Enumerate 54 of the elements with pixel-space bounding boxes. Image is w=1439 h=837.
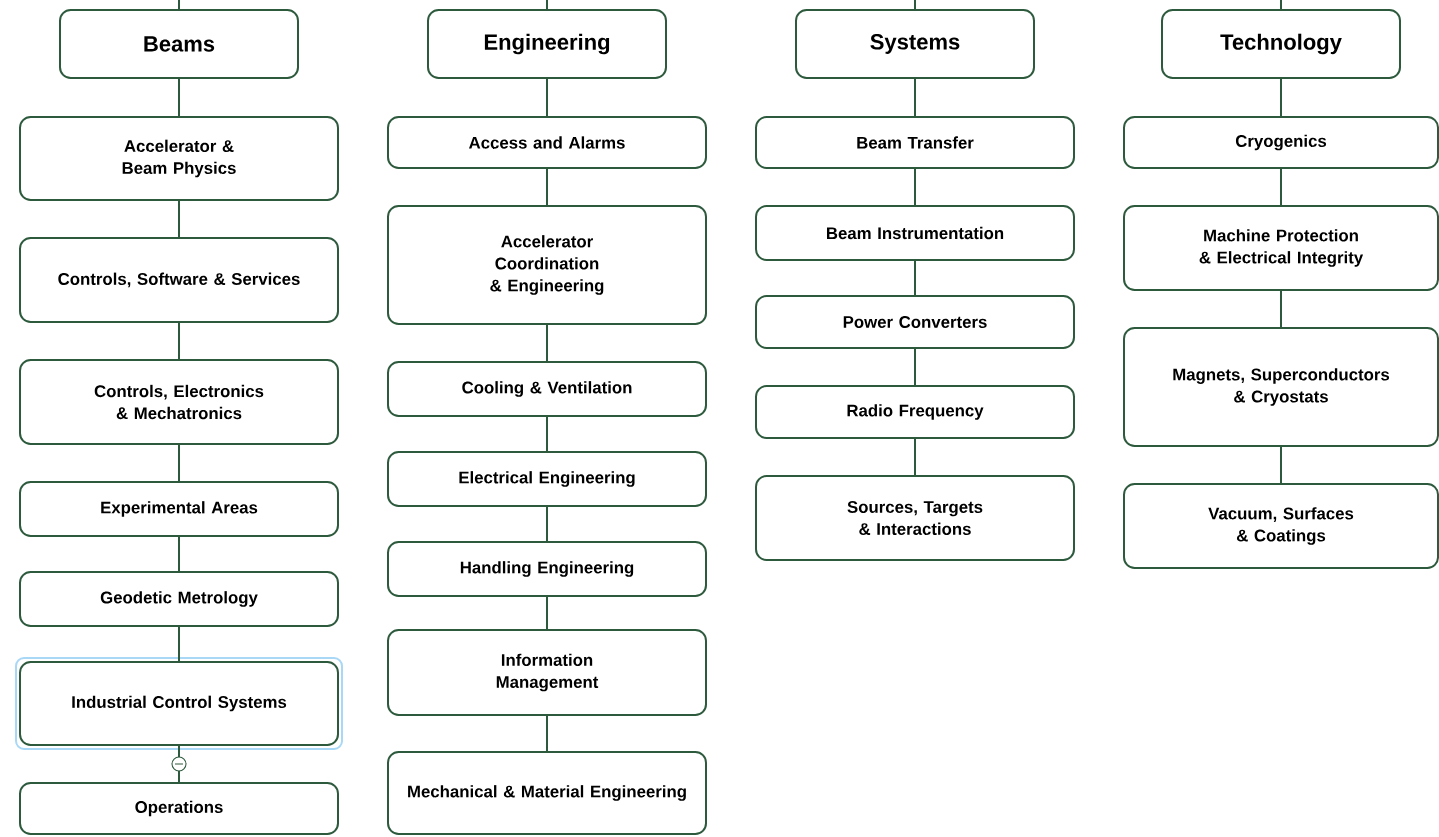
connector-line xyxy=(1280,78,1282,117)
unit-box: Machine Protection & Electrical Integrity xyxy=(1123,205,1439,291)
category-box: Engineering xyxy=(427,9,667,79)
category-box: Beams xyxy=(59,9,299,79)
unit-box: Industrial Control Systems xyxy=(19,661,339,746)
connector-line xyxy=(914,168,916,206)
unit-box: Cooling & Ventilation xyxy=(387,361,707,417)
connector-line xyxy=(914,348,916,386)
unit-box: Handling Engineering xyxy=(387,541,707,597)
connector-line xyxy=(914,0,916,10)
connector-line xyxy=(178,200,180,238)
unit-box: Vacuum, Surfaces & Coatings xyxy=(1123,483,1439,569)
unit-box: Sources, Targets & Interactions xyxy=(755,475,1075,561)
connector-line xyxy=(546,168,548,206)
connector-line xyxy=(1280,168,1282,206)
connector-line xyxy=(546,78,548,117)
connector-line xyxy=(914,438,916,476)
unit-box: Controls, Software & Services xyxy=(19,237,339,323)
connector-line xyxy=(178,322,180,360)
unit-box: Electrical Engineering xyxy=(387,451,707,507)
connector-line xyxy=(178,536,180,572)
connector-line xyxy=(914,260,916,296)
connector-line xyxy=(546,324,548,362)
unit-box: Beam Transfer xyxy=(755,116,1075,169)
unit-box: Magnets, Superconductors & Cryostats xyxy=(1123,327,1439,447)
connector-line xyxy=(546,715,548,752)
connector-line xyxy=(1280,290,1282,328)
connector-line xyxy=(546,0,548,10)
connector-line xyxy=(1280,446,1282,484)
unit-box: Radio Frequency xyxy=(755,385,1075,439)
connector-line xyxy=(178,444,180,482)
unit-box: Access and Alarms xyxy=(387,116,707,169)
connector-line xyxy=(546,596,548,630)
unit-box: Experimental Areas xyxy=(19,481,339,537)
connector-line xyxy=(546,506,548,542)
connector-line xyxy=(914,78,916,117)
connector-line xyxy=(178,626,180,662)
unit-box: Cryogenics xyxy=(1123,116,1439,169)
unit-box: Controls, Electronics & Mechatronics xyxy=(19,359,339,445)
unit-box: Information Management xyxy=(387,629,707,716)
connector-line xyxy=(1280,0,1282,10)
category-box: Technology xyxy=(1161,9,1401,79)
category-box: Systems xyxy=(795,9,1035,79)
connector-line xyxy=(178,78,180,117)
connector-line xyxy=(546,416,548,452)
unit-box: Power Converters xyxy=(755,295,1075,349)
unit-box: Accelerator & Beam Physics xyxy=(19,116,339,201)
connector-line xyxy=(178,745,180,783)
connector-line xyxy=(178,0,180,10)
unit-box: Accelerator Coordination & Engineering xyxy=(387,205,707,325)
unit-box: Operations xyxy=(19,782,339,835)
unit-box: Mechanical & Material Engineering xyxy=(387,751,707,835)
unit-box: Beam Instrumentation xyxy=(755,205,1075,261)
unit-box: Geodetic Metrology xyxy=(19,571,339,627)
